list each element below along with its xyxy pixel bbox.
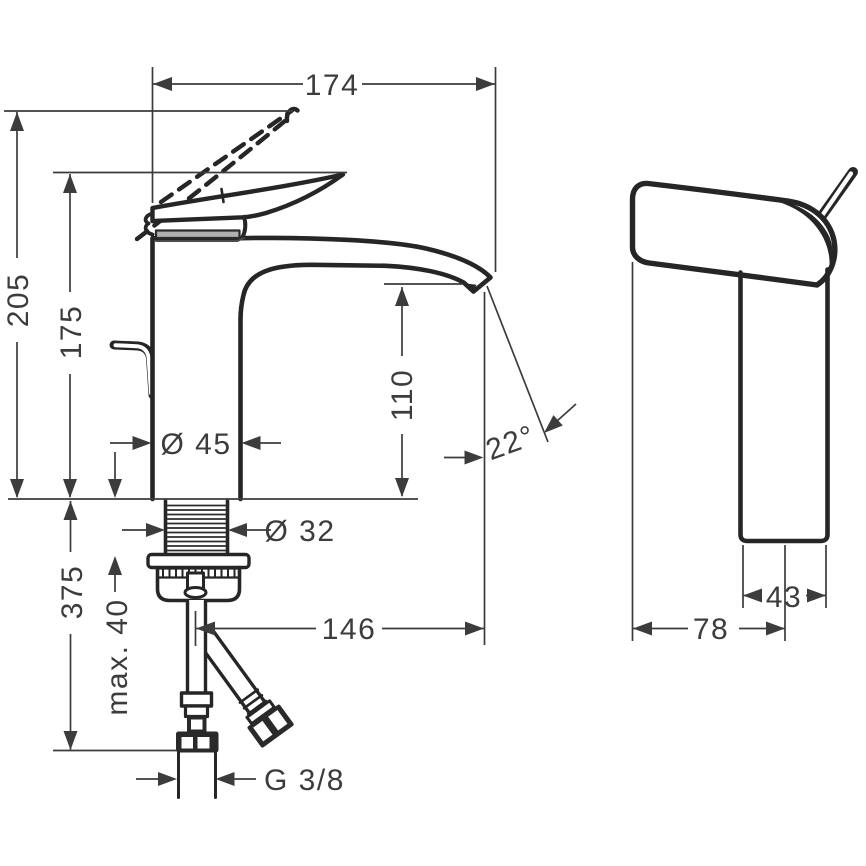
- arrowhead: [241, 436, 261, 450]
- side-lever-rod-inner: [815, 171, 854, 224]
- arrowhead: [215, 772, 235, 786]
- handle-tick: [220, 187, 225, 204]
- arrowhead: [132, 436, 152, 450]
- arrowhead: [63, 501, 78, 520]
- dim-label-146: 146: [322, 613, 377, 646]
- nut-slot: [197, 737, 210, 749]
- aerator-wedge: [466, 283, 477, 290]
- arrowhead: [63, 731, 78, 750]
- handle-closed: [150, 172, 346, 224]
- side-view: [629, 167, 858, 544]
- hose-end-nut: [247, 704, 294, 748]
- dim-label-max40: max. 40: [101, 598, 134, 715]
- dim-label-205: 205: [2, 273, 35, 328]
- dashed-lever-top-edge: [158, 108, 295, 205]
- arrowhead: [476, 77, 495, 91]
- arrowhead: [743, 588, 762, 603]
- hose-nut-slot: [268, 709, 288, 731]
- handle-pivot-cap: [143, 211, 155, 237]
- dim-label-174: 174: [305, 69, 360, 102]
- dimension-layer: [4, 67, 827, 786]
- arrowhead: [10, 479, 24, 498]
- hose-collar: [179, 691, 214, 708]
- shank-walls: [163, 499, 230, 556]
- shank-threads: [166, 504, 227, 552]
- mounting-flange: [146, 552, 251, 570]
- arrowhead: [63, 174, 77, 193]
- arrowhead: [146, 523, 165, 537]
- arrowhead: [766, 621, 785, 636]
- hose-nut-slot: [253, 720, 273, 742]
- arrowhead: [395, 478, 409, 497]
- dimension-labels: 174 205 175 110 Ø 45 Ø 32 375 max. 40 14…: [2, 69, 802, 797]
- escutcheon-joint-line: [155, 237, 245, 242]
- arrowhead: [807, 588, 826, 603]
- handle-front-drop: [240, 214, 248, 240]
- side-body-column: [738, 267, 830, 544]
- arrowhead: [395, 287, 409, 306]
- popup-rod-inner: [113, 343, 153, 395]
- arrowhead: [158, 772, 177, 786]
- arrowhead: [464, 450, 484, 465]
- dashed-lever-bottom-edge: [134, 113, 294, 242]
- extension-lines: [4, 67, 827, 752]
- arrowhead: [465, 621, 484, 636]
- bracket-oval-port: [183, 586, 208, 599]
- hose-mask: [186, 600, 207, 695]
- g38-pipe: [177, 751, 217, 799]
- dim-label-375: 375: [56, 565, 89, 620]
- dim-label-dia45: Ø 45: [160, 428, 231, 461]
- dim-label-dia32: Ø 32: [264, 515, 335, 548]
- faucet-body-spout: [150, 235, 493, 502]
- arrowhead: [108, 479, 122, 498]
- side-spout-head: [629, 180, 838, 288]
- arrowhead: [228, 523, 247, 537]
- hose-walls: [185, 599, 208, 696]
- front-view: [109, 106, 493, 799]
- arrowhead: [108, 556, 122, 575]
- supply-hose-vertical: [176, 599, 219, 799]
- dim-label-g38: G 3/8: [264, 764, 345, 797]
- supply-hose-diagonal: [193, 625, 294, 748]
- arrowhead: [153, 77, 172, 91]
- dim-label-22deg: 22°: [482, 419, 540, 467]
- hose-crimp-window: [191, 719, 203, 730]
- nut-slot: [181, 737, 193, 749]
- dim-label-78: 78: [693, 613, 729, 646]
- arrowhead: [633, 621, 652, 636]
- hose-crimps: [238, 688, 268, 716]
- dim-label-110: 110: [386, 369, 419, 421]
- hose-step: [183, 704, 210, 719]
- escutcheon-band: [154, 229, 241, 240]
- arrowhead: [10, 112, 24, 131]
- hose-collar: [245, 699, 276, 726]
- arrowhead: [63, 479, 77, 498]
- dim-label-43: 43: [766, 581, 802, 614]
- dim-label-175: 175: [55, 305, 88, 360]
